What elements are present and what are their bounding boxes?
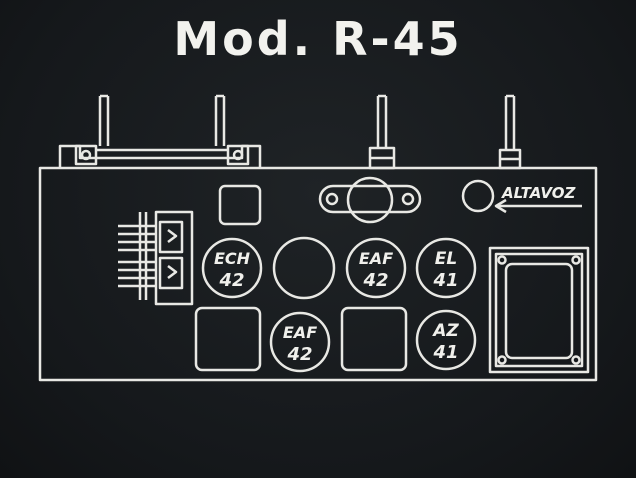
tube-label-line2: 42 — [218, 270, 244, 291]
tube-socket-eaf42b — [269, 311, 331, 373]
left-terminal-bracket — [58, 94, 262, 168]
tube-label-line2: 41 — [432, 342, 458, 363]
left-connector-block — [118, 210, 194, 306]
tube-label-el41: EL 41 — [432, 249, 458, 291]
tube-label-line2: 41 — [432, 270, 458, 291]
middle-shaft — [368, 94, 396, 170]
bottom-middle-square-socket — [340, 306, 408, 372]
empty-tube-socket — [272, 236, 336, 300]
tube-label-line2: 42 — [286, 344, 312, 365]
tube-label-line1: EAF — [283, 323, 317, 342]
speaker-label: ALTAVOZ — [501, 184, 576, 202]
speaker-jack — [461, 179, 495, 213]
tuning-bracket — [318, 176, 422, 224]
bottom-left-square-socket — [194, 306, 262, 372]
chassis-outline — [38, 166, 598, 382]
tube-socket-az41 — [415, 309, 477, 371]
tube-label-eaf42b: EAF 42 — [283, 323, 317, 365]
speaker-arrow — [494, 198, 582, 214]
tube-label-line1: ECH — [214, 249, 251, 268]
right-shaft — [498, 94, 522, 170]
diagram-title: Mod. R-45 — [173, 12, 463, 66]
tube-label-line1: EL — [435, 249, 457, 269]
tube-socket-eaf42a — [345, 237, 407, 299]
tube-label-eaf42a: EAF 42 — [359, 249, 393, 291]
tube-label-az41: AZ 41 — [431, 321, 459, 363]
tube-label-line1: EAF — [359, 249, 393, 268]
tube-socket-ech42 — [201, 237, 263, 299]
tube-label-ech42: ECH 42 — [214, 249, 251, 291]
tube-socket-el41 — [415, 237, 477, 299]
top-square-socket — [218, 184, 262, 226]
tube-label-line1: AZ — [431, 321, 459, 341]
tube-label-line2: 42 — [362, 270, 388, 291]
output-transformer — [488, 246, 590, 374]
